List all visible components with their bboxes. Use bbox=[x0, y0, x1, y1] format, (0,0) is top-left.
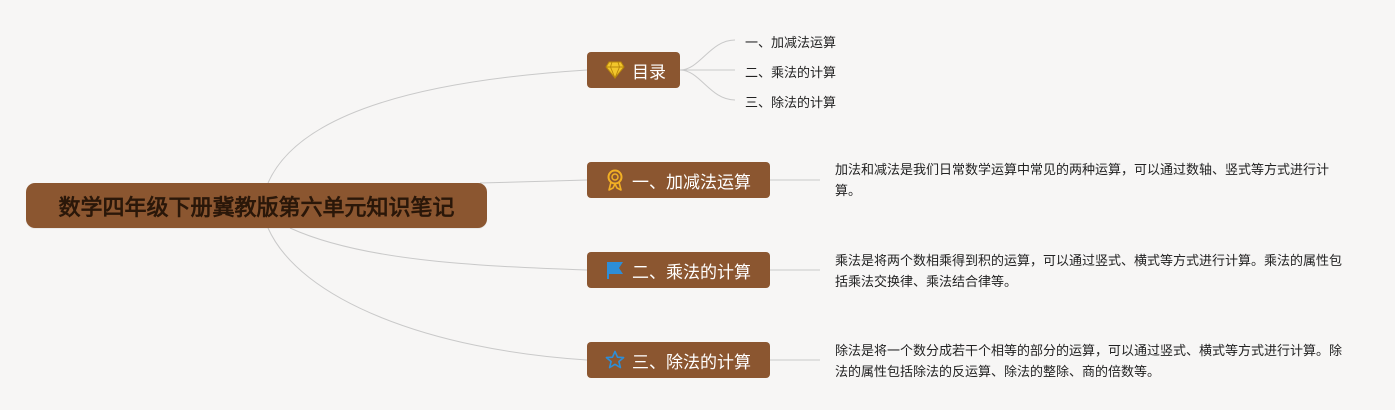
section-1-node[interactable]: 一、加减法运算 bbox=[587, 162, 770, 198]
section-1-description: 加法和减法是我们日常数学运算中常见的两种运算，可以通过数轴、竖式等方式进行计算。 bbox=[835, 160, 1345, 202]
flag-icon bbox=[604, 259, 626, 281]
section-1-label: 一、加减法运算 bbox=[632, 172, 751, 193]
diamond-icon bbox=[604, 59, 626, 81]
section-2-description: 乘法是将两个数相乘得到积的运算，可以通过竖式、横式等方式进行计算。乘法的属性包括… bbox=[835, 251, 1345, 293]
root-node[interactable]: 数学四年级下册冀教版第六单元知识笔记 bbox=[26, 183, 487, 228]
toc-item-3-label: 三、除法的计算 bbox=[745, 96, 837, 111]
toc-item-1[interactable]: 一、加减法运算 bbox=[745, 32, 836, 51]
toc-item-2-label: 二、乘法的计算 bbox=[745, 66, 837, 81]
toc-node[interactable]: 目录 bbox=[587, 52, 680, 88]
section-3-label: 三、除法的计算 bbox=[632, 352, 751, 373]
section-3-description: 除法是将一个数分成若干个相等的部分的运算，可以通过竖式、横式等方式进行计算。除法… bbox=[835, 341, 1345, 383]
section-3-node[interactable]: 三、除法的计算 bbox=[587, 342, 770, 378]
toc-item-1-label: 一、加减法运算 bbox=[745, 36, 837, 51]
star-icon bbox=[604, 349, 626, 371]
connector-root-section-3 bbox=[267, 227, 588, 361]
toc-item-2[interactable]: 二、乘法的计算 bbox=[745, 62, 836, 81]
section-3-description-text: 除法是将一个数分成若干个相等的部分的运算，可以通过竖式、横式等方式进行计算。除法… bbox=[835, 344, 1343, 380]
medal-icon bbox=[604, 169, 626, 191]
toc-item-3[interactable]: 三、除法的计算 bbox=[745, 92, 836, 111]
connector-toc-item-1 bbox=[679, 39, 736, 71]
section-2-label: 二、乘法的计算 bbox=[632, 262, 751, 283]
toc-label: 目录 bbox=[632, 62, 666, 83]
section-2-description-text: 乘法是将两个数相乘得到积的运算，可以通过竖式、横式等方式进行计算。乘法的属性包括… bbox=[835, 254, 1343, 290]
section-2-node[interactable]: 二、乘法的计算 bbox=[587, 252, 770, 288]
connector-root-section-1 bbox=[479, 179, 588, 184]
connector-root-section-2 bbox=[289, 227, 588, 271]
connector-root-toc bbox=[267, 69, 588, 184]
root-title: 数学四年级下册冀教版第六单元知识笔记 bbox=[58, 195, 455, 221]
connector-toc-item-3 bbox=[679, 69, 736, 101]
section-1-description-text: 加法和减法是我们日常数学运算中常见的两种运算，可以通过数轴、竖式等方式进行计算。 bbox=[835, 163, 1330, 199]
